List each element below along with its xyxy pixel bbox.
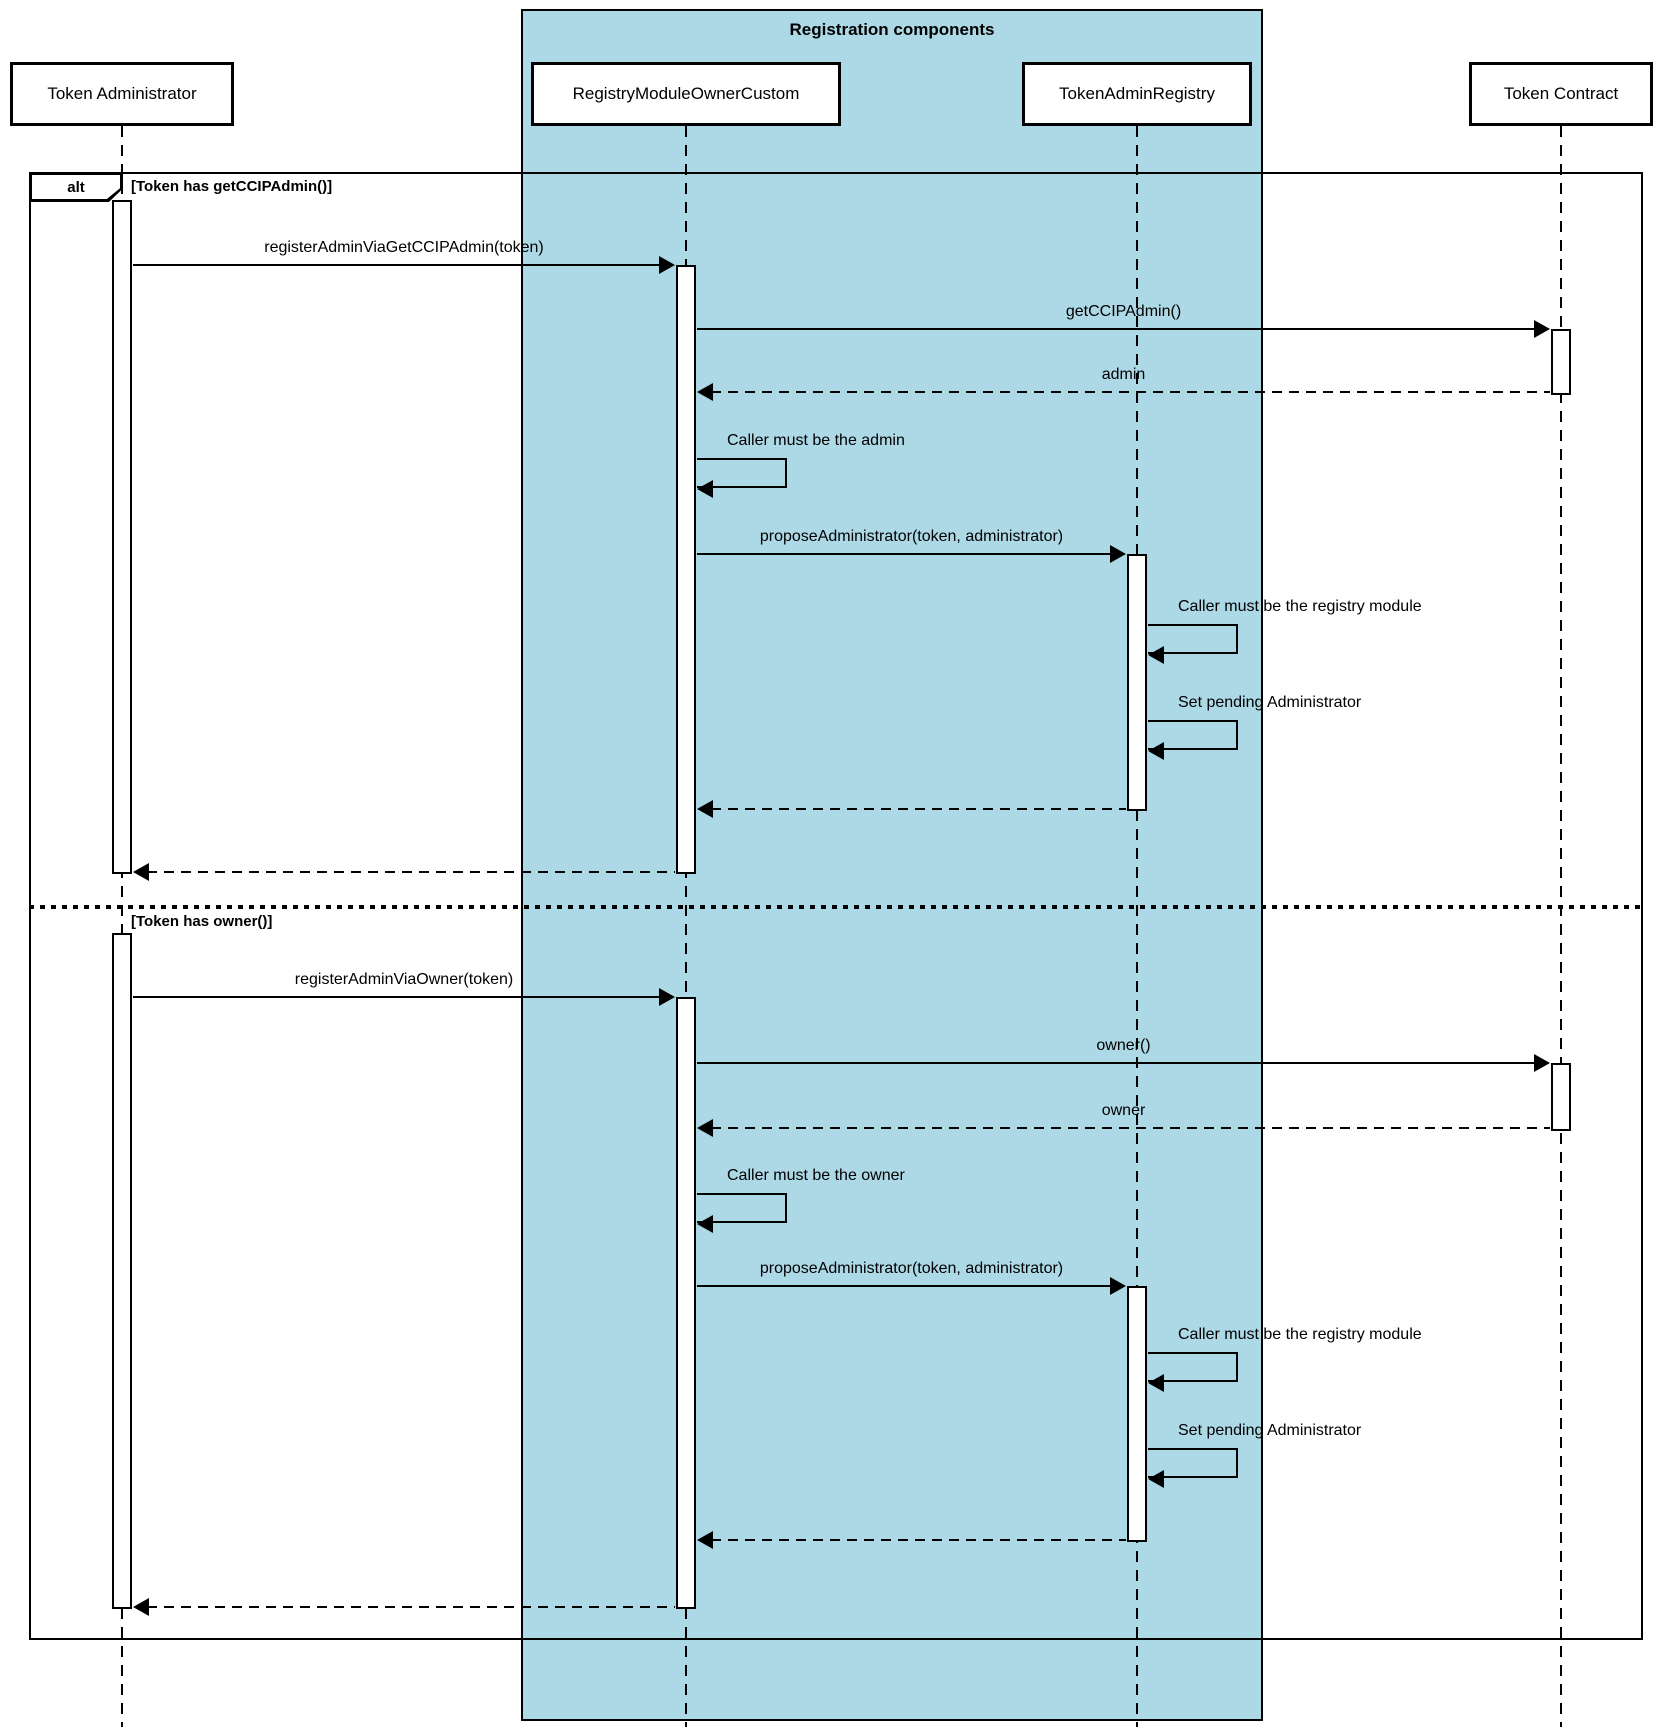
message-line bbox=[147, 871, 675, 873]
message-line bbox=[697, 328, 1536, 330]
guard-label: [Token has getCCIPAdmin()] bbox=[131, 178, 333, 195]
message-line bbox=[711, 391, 1550, 393]
message-label: registerAdminViaOwner(token) bbox=[294, 971, 514, 988]
arrowhead-left-icon bbox=[697, 383, 713, 401]
self-message-loop bbox=[1148, 1448, 1238, 1478]
container-title: Registration components bbox=[789, 20, 995, 39]
arrowhead-right-icon bbox=[1534, 1054, 1550, 1072]
arrowhead-right-icon bbox=[1110, 1277, 1126, 1295]
alt-pentagon-fill bbox=[32, 175, 120, 199]
arrowhead-left-icon bbox=[697, 1119, 713, 1137]
arrowhead-left-icon bbox=[697, 800, 713, 818]
activation-bar bbox=[112, 200, 132, 874]
self-message-label: Caller must be the registry module bbox=[1178, 1326, 1422, 1343]
arrowhead-left-icon bbox=[1148, 1470, 1164, 1488]
activation-bar bbox=[1127, 1286, 1147, 1542]
lifeline-registry-module bbox=[685, 126, 687, 1727]
activation-bar bbox=[676, 265, 696, 874]
arrowhead-right-icon bbox=[1534, 320, 1550, 338]
alt-label: alt bbox=[67, 178, 85, 196]
self-message-label: Caller must be the owner bbox=[727, 1167, 905, 1184]
self-message-loop bbox=[1148, 624, 1238, 654]
message-line bbox=[133, 264, 661, 266]
alt-pentagon: alt bbox=[29, 172, 123, 202]
arrowhead-left-icon bbox=[1148, 1374, 1164, 1392]
arrowhead-right-icon bbox=[1110, 545, 1126, 563]
guard-label: [Token has owner()] bbox=[131, 913, 273, 930]
lifeline-token-admin-registry bbox=[1136, 126, 1138, 1727]
arrowhead-left-icon bbox=[697, 1531, 713, 1549]
participant-box-token-contract: Token Contract bbox=[1469, 62, 1653, 126]
message-line bbox=[133, 996, 661, 998]
self-message-loop bbox=[697, 1193, 787, 1223]
activation-bar bbox=[1551, 329, 1571, 395]
self-message-label: Set pending Administrator bbox=[1178, 694, 1362, 711]
activation-bar bbox=[112, 933, 132, 1609]
arrowhead-left-icon bbox=[133, 863, 149, 881]
message-label: owner() bbox=[1096, 1037, 1151, 1054]
section-divider bbox=[29, 905, 1643, 909]
message-line bbox=[711, 1539, 1126, 1541]
message-label: admin bbox=[1101, 366, 1146, 383]
message-label: proposeAdministrator(token, administrato… bbox=[759, 528, 1064, 545]
activation-bar bbox=[1127, 554, 1147, 811]
arrowhead-left-icon bbox=[697, 1215, 713, 1233]
message-line bbox=[697, 1285, 1112, 1287]
message-label: registerAdminViaGetCCIPAdmin(token) bbox=[264, 239, 544, 256]
lifeline-token-contract bbox=[1560, 126, 1562, 1727]
self-message-label: Caller must be the admin bbox=[727, 432, 905, 449]
message-label: proposeAdministrator(token, administrato… bbox=[759, 1260, 1064, 1277]
arrowhead-left-icon bbox=[1148, 742, 1164, 760]
participant-box-token-admin-registry: TokenAdminRegistry bbox=[1022, 62, 1252, 126]
arrowhead-right-icon bbox=[659, 256, 675, 274]
participant-box-token-admin: Token Administrator bbox=[10, 62, 234, 126]
self-message-label: Set pending Administrator bbox=[1178, 1422, 1362, 1439]
arrowhead-left-icon bbox=[697, 480, 713, 498]
message-line bbox=[711, 808, 1126, 810]
message-line bbox=[697, 1062, 1536, 1064]
self-message-loop bbox=[1148, 720, 1238, 750]
message-line bbox=[697, 553, 1112, 555]
self-message-label: Caller must be the registry module bbox=[1178, 598, 1422, 615]
self-message-loop bbox=[1148, 1352, 1238, 1382]
lifeline-token-admin bbox=[121, 126, 123, 1727]
message-label: owner bbox=[1101, 1102, 1146, 1119]
message-label: getCCIPAdmin() bbox=[1065, 303, 1182, 320]
activation-bar bbox=[676, 997, 696, 1609]
arrowhead-left-icon bbox=[133, 1598, 149, 1616]
arrowhead-left-icon bbox=[1148, 646, 1164, 664]
participant-box-registry-module: RegistryModuleOwnerCustom bbox=[531, 62, 841, 126]
activation-bar bbox=[1551, 1063, 1571, 1131]
message-line bbox=[147, 1606, 675, 1608]
message-line bbox=[711, 1127, 1550, 1129]
arrowhead-right-icon bbox=[659, 988, 675, 1006]
self-message-loop bbox=[697, 458, 787, 488]
